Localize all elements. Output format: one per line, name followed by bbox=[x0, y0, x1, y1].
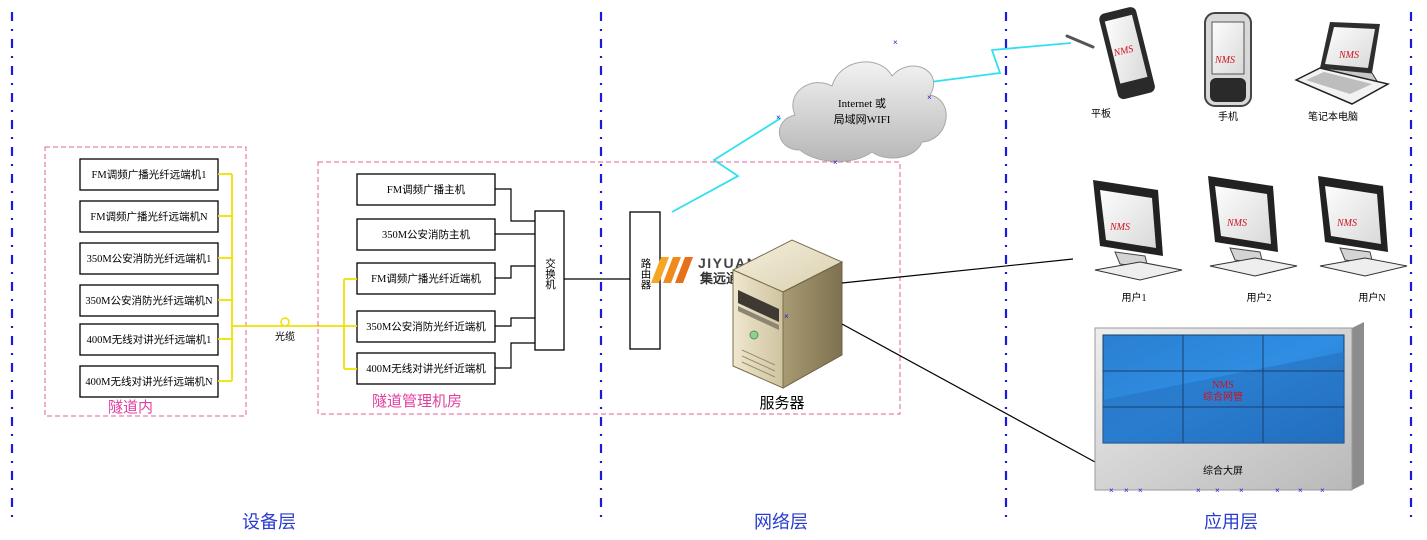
machine-room-units: FM调频广播主机 350M公安消防主机 FM调频广播光纤近端机 350M公安消防… bbox=[356, 173, 496, 385]
big-screen[interactable]: NMS 综合网管 综合大屏 × × × × × × × × × bbox=[1094, 322, 1364, 495]
svg-text:×: × bbox=[1239, 486, 1244, 495]
tunnel-unit[interactable]: FM调频广播光纤远端机N bbox=[79, 200, 219, 233]
svg-text:×: × bbox=[1138, 486, 1143, 495]
switch-links bbox=[495, 188, 630, 369]
room-unit[interactable]: FM调频广播光纤近端机 bbox=[356, 262, 496, 295]
user-label: 用户N bbox=[1358, 291, 1385, 304]
wireless-link-router-cloud bbox=[671, 117, 782, 213]
cloud-label-line2: 局域网WIFI bbox=[834, 113, 891, 126]
tunnel-group-title: 隧道内 bbox=[108, 399, 153, 416]
svg-text:×: × bbox=[784, 312, 789, 321]
room-unit[interactable]: 350M公安消防光纤近端机 bbox=[356, 310, 496, 343]
phone-label: 手机 bbox=[1218, 110, 1238, 123]
logo-mark-icon bbox=[651, 257, 693, 283]
layer-title-device: 设备层 bbox=[242, 512, 296, 532]
server-icon[interactable]: × bbox=[731, 239, 844, 389]
tunnel-unit[interactable]: FM调频广播光纤远端机1 bbox=[79, 158, 219, 191]
tunnel-unit[interactable]: 400M无线对讲光纤远端机N bbox=[79, 365, 219, 398]
tablet-nms: NMS bbox=[1112, 44, 1135, 60]
link-server-bigscreen bbox=[841, 323, 1096, 463]
svg-text:×: × bbox=[1109, 486, 1114, 495]
layer-title-application: 应用层 bbox=[1204, 512, 1258, 532]
laptop-nms: NMS bbox=[1338, 50, 1359, 61]
room-unit-label: 400M无线对讲光纤近端机 bbox=[366, 362, 486, 375]
big-screen-nms: NMS bbox=[1212, 380, 1234, 391]
user-label: 用户1 bbox=[1122, 291, 1147, 304]
svg-text:×: × bbox=[1124, 486, 1129, 495]
svg-text:×: × bbox=[833, 158, 838, 167]
laptop-label: 笔记本电脑 bbox=[1308, 110, 1358, 123]
layer-title-network: 网络层 bbox=[754, 512, 808, 532]
svg-text:×: × bbox=[1215, 486, 1220, 495]
user-label: 用户2 bbox=[1247, 291, 1272, 304]
svg-text:×: × bbox=[1275, 486, 1280, 495]
svg-text:×: × bbox=[927, 93, 932, 102]
user-monitor-nms: NMS bbox=[1336, 218, 1357, 229]
room-unit[interactable]: 400M无线对讲光纤近端机 bbox=[356, 352, 496, 385]
fiber-bus-room bbox=[343, 278, 357, 370]
phone-nms: NMS bbox=[1214, 55, 1235, 66]
fiber-bus-tunnel bbox=[218, 173, 344, 382]
tunnel-unit-label: FM调频广播光纤远端机1 bbox=[92, 168, 207, 181]
svg-text:×: × bbox=[776, 113, 781, 122]
svg-text:×: × bbox=[1196, 486, 1201, 495]
tunnel-unit-label: 350M公安消防光纤远端机N bbox=[85, 294, 213, 307]
big-screen-subtitle: 综合网管 bbox=[1203, 390, 1243, 403]
tunnel-unit-label: FM调频广播光纤远端机N bbox=[90, 210, 208, 223]
server-label: 服务器 bbox=[759, 395, 804, 412]
machine-room-title: 隧道管理机房 bbox=[372, 393, 462, 410]
tablet-label: 平板 bbox=[1091, 107, 1111, 120]
room-unit-label: 350M公安消防光纤近端机 bbox=[366, 320, 486, 333]
laptop-icon[interactable]: NMS bbox=[1294, 22, 1391, 105]
cloud-icon: Internet 或 局域网WIFI × × × × bbox=[776, 38, 947, 167]
tunnel-group-border bbox=[44, 146, 247, 417]
tablet-icon[interactable]: NMS bbox=[1065, 6, 1156, 101]
cable-label: 光缆 bbox=[275, 330, 295, 343]
wireless-link-cloud-tablet bbox=[929, 42, 1072, 83]
phone-icon[interactable]: NMS bbox=[1204, 12, 1252, 107]
user-monitor-n[interactable]: NMS bbox=[1318, 176, 1408, 277]
tunnel-unit[interactable]: 350M公安消防光纤远端机N bbox=[79, 284, 219, 317]
switch[interactable]: 交换机 bbox=[534, 210, 565, 351]
svg-text:×: × bbox=[1320, 486, 1325, 495]
tunnel-unit[interactable]: 350M公安消防光纤远端机1 bbox=[79, 242, 219, 275]
room-unit[interactable]: 350M公安消防主机 bbox=[356, 218, 496, 251]
svg-text:×: × bbox=[1298, 486, 1303, 495]
room-unit[interactable]: FM调频广播主机 bbox=[356, 173, 496, 206]
user-monitor-nms: NMS bbox=[1109, 222, 1130, 233]
tunnel-unit-label: 350M公安消防光纤远端机1 bbox=[87, 252, 212, 265]
tunnel-units: FM调频广播光纤远端机1 FM调频广播光纤远端机N 350M公安消防光纤远端机1… bbox=[79, 158, 219, 398]
cloud-label-line1: Internet 或 bbox=[838, 97, 886, 110]
router-label: 路由器 bbox=[640, 257, 651, 290]
room-unit-label: FM调频广播主机 bbox=[387, 183, 466, 196]
machine-room-border bbox=[317, 161, 901, 415]
room-unit-label: FM调频广播光纤近端机 bbox=[371, 272, 481, 285]
tunnel-unit-label: 400M无线对讲光纤远端机1 bbox=[87, 333, 212, 346]
user-monitor-2[interactable]: NMS bbox=[1208, 176, 1298, 277]
big-screen-label: 综合大屏 bbox=[1203, 464, 1243, 477]
switch-label: 交换机 bbox=[544, 257, 555, 290]
svg-text:×: × bbox=[893, 38, 898, 47]
user-monitor-nms: NMS bbox=[1226, 218, 1247, 229]
room-unit-label: 350M公安消防主机 bbox=[382, 228, 471, 241]
tunnel-unit-label: 400M无线对讲光纤远端机N bbox=[85, 375, 213, 388]
user-monitor-1[interactable]: NMS bbox=[1093, 180, 1183, 281]
cable-junction bbox=[280, 317, 290, 327]
tunnel-unit[interactable]: 400M无线对讲光纤远端机1 bbox=[79, 323, 219, 356]
layer-dividers bbox=[10, 12, 1413, 525]
link-server-users bbox=[841, 258, 1074, 284]
